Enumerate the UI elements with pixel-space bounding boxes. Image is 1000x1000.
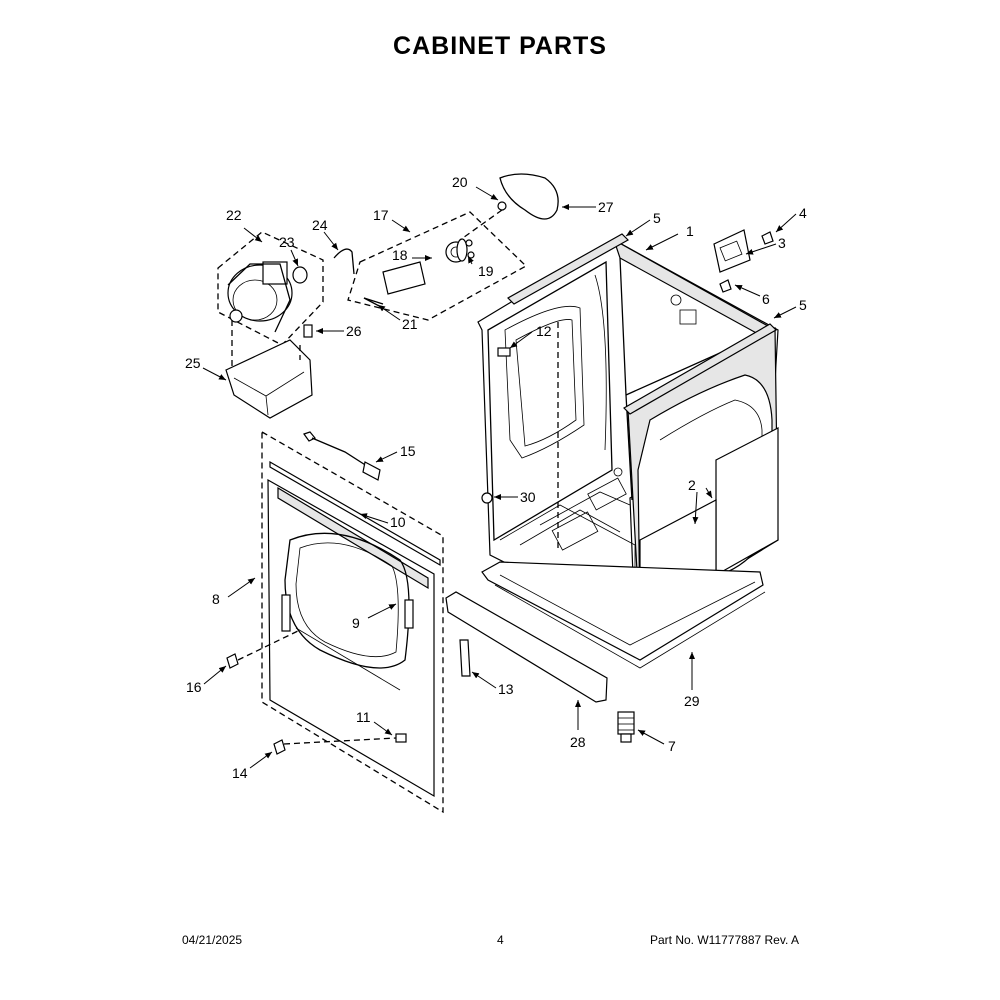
screw-4 (761, 231, 774, 245)
callout-21: 21 (402, 316, 418, 332)
page-title: CABINET PARTS (393, 32, 607, 60)
callout-20: 20 (452, 174, 468, 190)
screw-16 (226, 629, 301, 669)
leveling-leg (617, 711, 635, 743)
wire-harness-bracket (303, 431, 381, 481)
callout-22: 22 (226, 207, 242, 223)
callout-10: 10 (390, 514, 406, 530)
callout-11: 11 (356, 709, 371, 725)
callout-9: 9 (352, 615, 360, 631)
callout-12: 12 (536, 323, 552, 339)
screw-6 (719, 279, 732, 293)
callout-6: 6 (762, 291, 770, 307)
callout-28: 28 (570, 734, 586, 750)
footer-page-number: 4 (497, 933, 504, 947)
base-frame (481, 561, 766, 669)
callout-24: 24 (312, 217, 328, 233)
callout-7: 7 (668, 738, 676, 754)
callout-29: 29 (684, 693, 700, 709)
callout-18: 18 (392, 247, 408, 263)
callout-27: 27 (598, 199, 614, 215)
callout-30: 30 (520, 489, 536, 505)
front-panel (261, 430, 444, 814)
callout-5a: 5 (653, 210, 661, 226)
callout-26: 26 (346, 323, 362, 339)
motor-assembly (217, 231, 355, 419)
callout-5b: 5 (799, 297, 807, 313)
callout-14: 14 (232, 765, 248, 781)
hinge-bracket (459, 639, 471, 677)
callout-4: 4 (799, 205, 807, 221)
callout-16: 16 (186, 679, 202, 695)
drive-belt (459, 173, 559, 241)
footer-part-number: Part No. W11777887 Rev. A (650, 933, 799, 947)
callout-15: 15 (400, 443, 416, 459)
cabinet-body (477, 233, 779, 629)
callout-1: 1 (686, 223, 694, 239)
idler-assembly (347, 211, 528, 321)
callout-13: 13 (498, 681, 514, 697)
callout-2: 2 (688, 477, 696, 493)
footer-date: 04/21/2025 (182, 933, 243, 947)
callout-25: 25 (185, 355, 201, 371)
callout-layer: 1 2 3 4 5 6 5 7 8 9 10 11 12 13 14 15 (185, 174, 807, 781)
callout-17: 17 (373, 207, 389, 223)
vent-cover (713, 229, 751, 273)
screw-14 (273, 737, 397, 755)
callout-8: 8 (212, 591, 220, 607)
callout-3: 3 (778, 235, 786, 251)
callout-23: 23 (279, 234, 295, 250)
callout-19: 19 (478, 263, 494, 279)
toe-kick (445, 591, 608, 703)
